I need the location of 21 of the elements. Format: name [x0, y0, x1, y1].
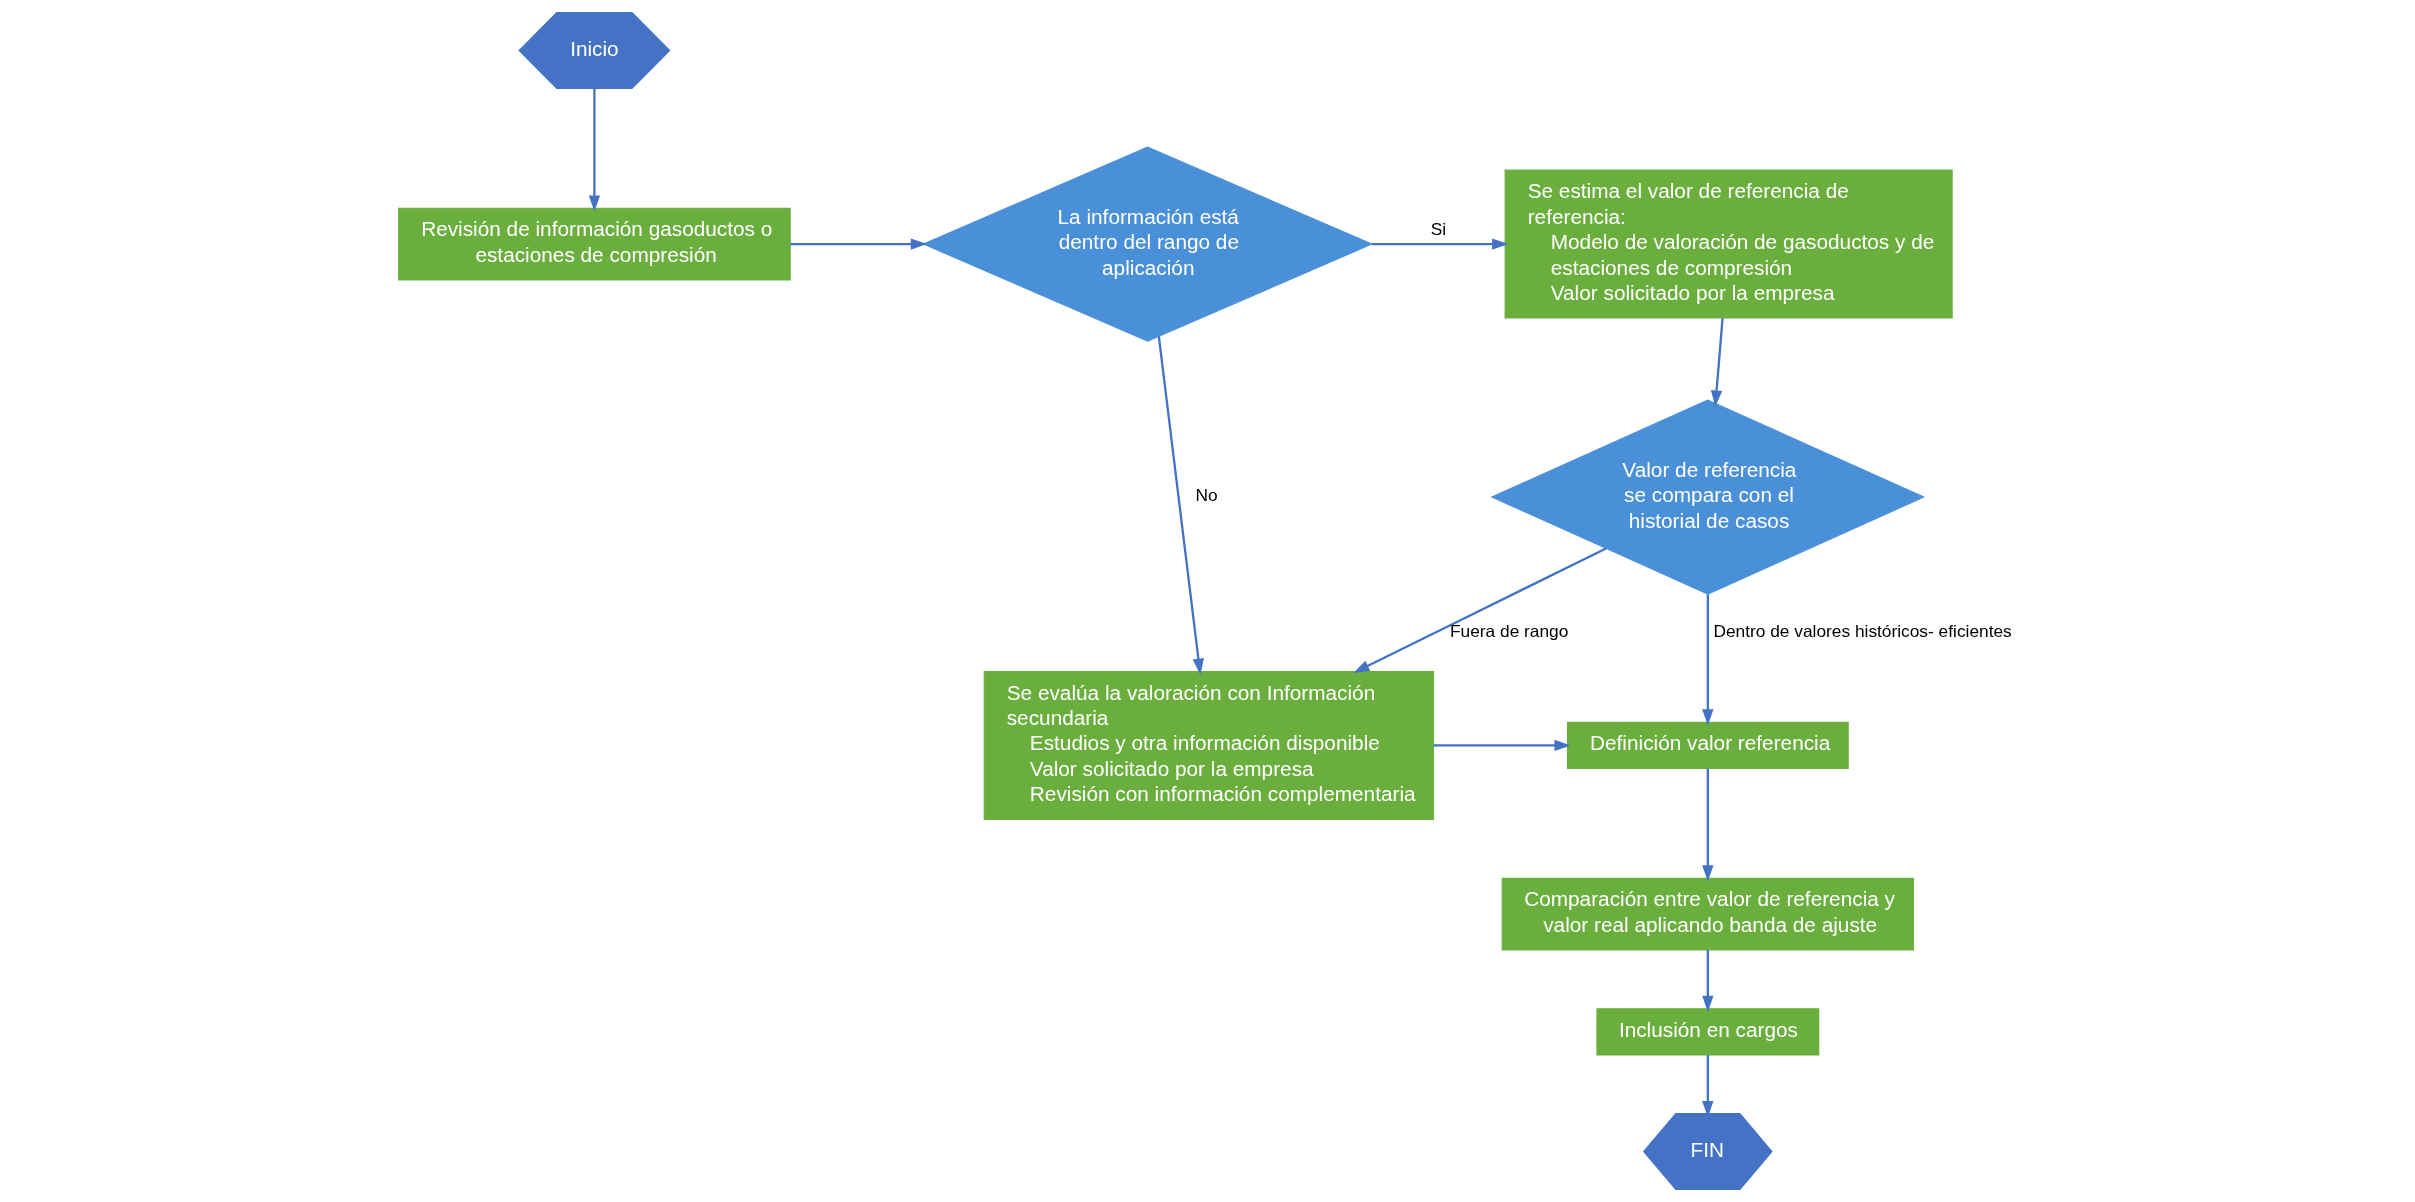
arrow	[1157, 336, 1204, 675]
arrow	[1701, 949, 1713, 1012]
edge-label: Fuera de rango	[1449, 620, 1568, 641]
node-box: Comparación entre valor de referencia y valor real aplicando banda de ajuste	[1501, 877, 1914, 951]
node-box: Se evalúa la valoración con Información secundaria Estudios y otra información disponible Valor solicitado por la empresa Revisión con información complementaria	[983, 670, 1434, 820]
arrow	[588, 88, 600, 212]
node-box: Inclusión en cargos	[1595, 1008, 1819, 1056]
node-box: Revisión de información gasoductos o estaciones de compresión	[397, 207, 791, 281]
arrow	[1371, 238, 1508, 250]
arrow	[1701, 594, 1713, 726]
arrow	[1352, 547, 1606, 673]
node-box: Definición valor referencia	[1566, 721, 1849, 770]
arrow	[1701, 768, 1713, 882]
node-box: Se estima el valor de referencia de referencia: Modelo de valoración de gasoductos y de estaciones de compresión Valor solicitado por la empresa	[1504, 169, 1953, 319]
arrow	[789, 238, 927, 250]
arrow	[1433, 739, 1571, 752]
node-diamond: Valor de referencia se compara con el historial de casos	[1489, 399, 1925, 595]
arrow	[1710, 318, 1724, 407]
edge-label: Dentro de valores históricos- eficientes	[1712, 620, 2012, 641]
edge-label: Si	[1430, 218, 1446, 239]
edge-label: No	[1194, 485, 1218, 506]
